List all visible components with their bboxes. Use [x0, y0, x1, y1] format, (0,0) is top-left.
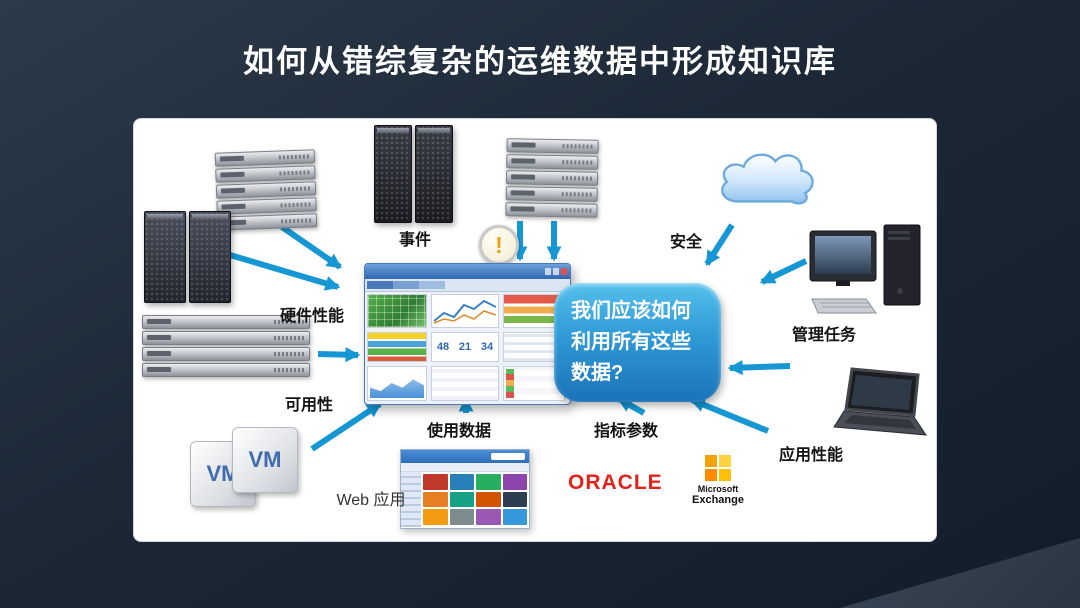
cloud-icon: [721, 153, 814, 205]
label-hardware-performance: 硬件性能: [279, 308, 344, 325]
keyboard: [811, 298, 877, 314]
thumbnail: [423, 474, 448, 490]
chassis-slab: [142, 315, 310, 329]
server-cabinets-top: [374, 125, 453, 223]
exchange-square: [719, 469, 731, 481]
web-body: [401, 472, 529, 527]
chassis-slab: [142, 347, 310, 361]
chassis-slab: [506, 138, 599, 154]
warning-glyph: !: [495, 231, 503, 258]
web-header-bar: [401, 450, 529, 463]
heatmap-chart: [367, 294, 427, 328]
thumbnail: [502, 509, 527, 525]
label-management-tasks: 管理任务: [791, 327, 856, 344]
window-controls: [545, 268, 567, 275]
chassis-slab: [215, 165, 316, 183]
arrow-from-laptop: [689, 397, 770, 434]
arrow-from-management: [727, 360, 791, 376]
thumbnail: [502, 474, 527, 490]
server-cabinet: [189, 211, 231, 303]
stat-value: 48: [436, 341, 450, 353]
vm-icons: VM VM: [190, 427, 298, 509]
arrow-from-router-left: [317, 347, 361, 363]
microsoft-label: Microsoft: [697, 484, 739, 494]
thumbnail: [449, 509, 474, 525]
label-metrics: 指标参数: [593, 423, 658, 440]
thumbnail: [449, 474, 474, 490]
thumbnail: [476, 474, 501, 490]
router-stack-topcenter: [505, 138, 599, 218]
label-usage-data: 使用数据: [426, 423, 491, 440]
arrow-from-router-topleft: [280, 224, 342, 270]
arrow-from-availability: [310, 401, 383, 452]
exchange-label: Exchange: [692, 494, 744, 507]
label-web-app: Web 应用: [336, 492, 406, 509]
vm-card-front: VM: [232, 427, 298, 493]
thumbnail: [423, 491, 448, 508]
area-chart: [367, 366, 427, 401]
warning-icon: !: [479, 225, 519, 265]
vm-label: VM: [248, 447, 282, 472]
server-cabinets-left: [144, 211, 231, 303]
chassis-slab: [215, 181, 317, 199]
desktop-computer: [809, 224, 921, 314]
pc-tower: [883, 224, 921, 306]
arrow-from-cloud: [704, 223, 735, 267]
stat-value: 34: [480, 341, 494, 353]
server-cabinet: [374, 125, 412, 223]
thumbnail: [449, 491, 474, 508]
router-stack-left: [142, 315, 310, 377]
label-events: 事件: [398, 232, 431, 249]
chassis-slab: [216, 197, 317, 215]
oracle-logo: ORACLE: [568, 471, 663, 494]
web-nav-bar: [401, 463, 529, 472]
chassis-slab: [505, 202, 598, 218]
thumbnail: [502, 491, 527, 508]
chassis-slab: [214, 149, 316, 167]
chassis-slab: [505, 170, 599, 186]
slide-title: 如何从错综复杂的运维数据中形成知识库: [243, 44, 837, 79]
chassis-slab: [506, 154, 599, 170]
thumbnail: [476, 491, 501, 508]
background-wedge: [840, 538, 1080, 608]
mini-list: [431, 366, 499, 401]
diagram-panel: ! 48 21 34: [133, 118, 937, 542]
exchange-square: [705, 469, 717, 481]
web-sidebar: [401, 472, 421, 527]
label-availability: 可用性: [284, 397, 333, 414]
server-cabinet: [144, 211, 186, 303]
stat-value: 21: [458, 341, 472, 353]
exchange-text: Microsoft Exchange: [692, 484, 744, 507]
laptop-computer: [833, 367, 927, 436]
chassis-slab: [505, 186, 598, 202]
line-chart: [431, 294, 499, 328]
thumbnail: [476, 509, 501, 525]
exchange-squares-icon: [705, 455, 731, 481]
web-thumbnail-grid: [421, 472, 529, 527]
thumbnail: [423, 509, 448, 525]
question-bubble: 我们应该如何利用所有这些数据?: [554, 283, 721, 402]
chassis-slab: [142, 331, 310, 345]
label-security: 安全: [669, 234, 702, 251]
color-bars-chart: [367, 332, 427, 362]
arrows-layer: [229, 221, 808, 452]
dashboard-toolbar: [365, 279, 570, 292]
web-page-screenshot: [400, 449, 530, 529]
microsoft-exchange-logo: Microsoft Exchange: [680, 455, 756, 507]
arrow-from-desktop: [759, 258, 808, 285]
server-cabinet: [415, 125, 453, 223]
exchange-square: [719, 455, 731, 467]
stats-tile: 48 21 34: [431, 332, 499, 362]
question-text: 我们应该如何利用所有这些数据?: [571, 300, 691, 384]
chassis-slab: [142, 363, 310, 377]
label-app-performance: 应用性能: [778, 447, 843, 464]
dashboard-window: 48 21 34: [364, 263, 571, 405]
exchange-square: [705, 455, 717, 467]
dashboard-titlebar: [365, 264, 570, 279]
dashboard-body: 48 21 34: [365, 292, 570, 403]
arrow-from-servers-left: [229, 252, 341, 291]
